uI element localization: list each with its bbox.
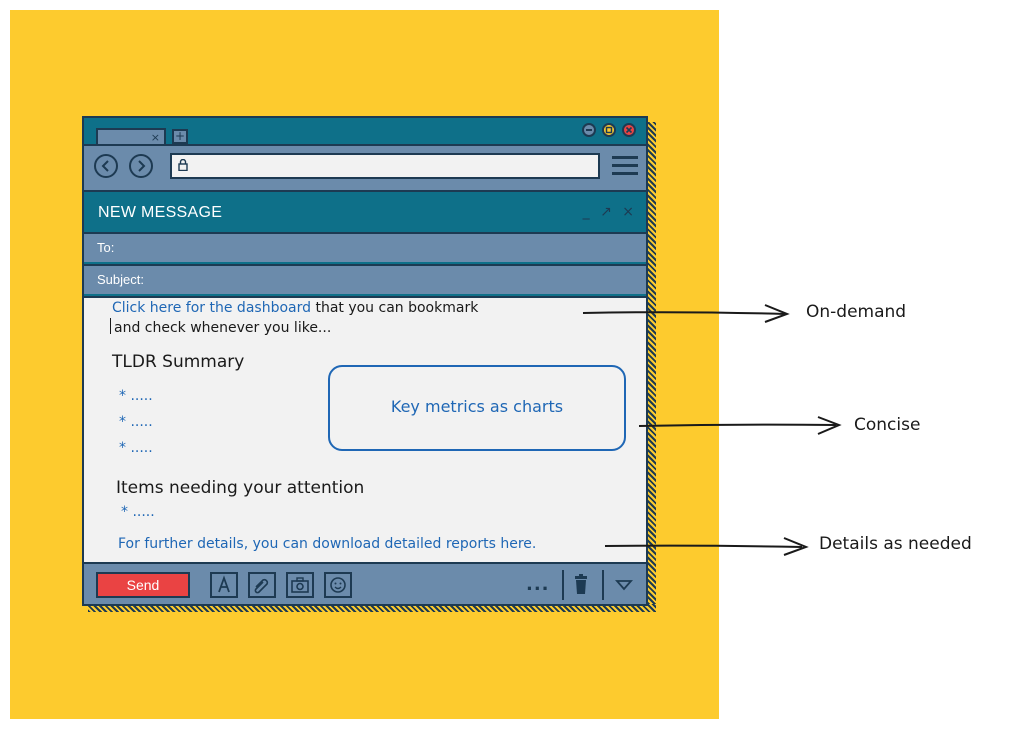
email-compose-window: × + NEW MESSAGE _ ↗ × [82,116,648,606]
back-button[interactable] [94,154,118,178]
menu-icon[interactable] [612,156,638,178]
lock-icon [178,159,188,171]
chart-box-label: Key metrics as charts [390,397,564,416]
popout-icon[interactable]: ↗ [600,204,612,220]
trash-icon[interactable] [572,574,590,596]
tldr-heading: TLDR Summary [112,352,245,372]
arrow-concise [638,416,842,435]
text-caret [110,318,111,334]
to-label: To: [97,240,115,255]
window-shadow-bottom [88,604,656,612]
chevron-right-icon [138,160,146,172]
dropdown-icon[interactable] [614,576,634,594]
forward-button[interactable] [129,154,153,178]
format-text-icon[interactable] [210,572,238,598]
compose-controls: _ ↗ × [577,204,634,220]
arrow-details [604,537,809,556]
key-metrics-chart-box: Key metrics as charts [328,365,626,451]
subject-label: Subject: [97,272,144,287]
footer-divider [562,570,564,600]
browser-toolbar [84,144,646,192]
arrow-on-demand [582,304,790,323]
annotation-concise: Concise [854,415,921,435]
close-icon [625,126,633,134]
dashboard-link[interactable]: Click here for the dashboard [112,300,311,316]
annotation-details: Details as needed [819,534,972,554]
attachment-icon[interactable] [248,572,276,598]
close-compose-icon[interactable]: × [622,204,634,220]
tab-close-icon[interactable]: × [150,131,160,144]
message-body[interactable]: Click here for the dashboard that you ca… [84,296,646,562]
camera-icon[interactable] [286,572,314,598]
compose-footer: Send ... [84,562,646,604]
window-shadow-right [648,122,656,610]
square-icon [605,126,613,134]
subject-field[interactable]: Subject: [84,264,646,294]
attention-bullet: * ..... [121,504,155,520]
minimize-icon[interactable]: _ [582,204,590,220]
tldr-bullet: * ..... [119,440,153,456]
window-maximize-button[interactable] [602,123,616,137]
to-field[interactable]: To: [84,232,646,262]
annotation-on-demand: On-demand [806,302,907,322]
new-tab-button[interactable]: + [172,129,188,144]
tldr-bullet: * ..... [119,388,153,404]
details-link[interactable]: For further details, you can download de… [118,536,537,552]
window-minimize-button[interactable] [582,123,596,137]
compose-title: NEW MESSAGE [98,204,223,221]
body-line-2: and check whenever you like... [114,320,332,336]
tldr-bullet: * ..... [119,414,153,430]
send-button[interactable]: Send [96,572,190,598]
emoji-icon[interactable] [324,572,352,598]
window-close-button[interactable] [622,123,636,137]
chevron-left-icon [101,160,109,172]
attention-heading: Items needing your attention [116,478,365,498]
address-bar[interactable] [170,153,600,179]
compose-title-bar: NEW MESSAGE _ ↗ × [84,190,646,232]
body-line-1-rest: that you can bookmark [315,300,479,316]
more-options-button[interactable]: ... [526,574,550,595]
body-line-1: Click here for the dashboard that you ca… [112,300,478,316]
browser-tab[interactable]: × [96,128,166,146]
minus-icon [586,129,592,131]
footer-divider [602,570,604,600]
